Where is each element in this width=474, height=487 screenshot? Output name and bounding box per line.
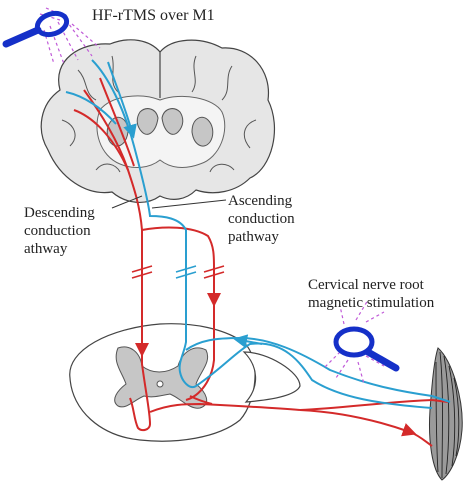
- hf-rtms-label: HF-rTMS over M1: [92, 7, 215, 24]
- descending-pathway-label: Descending conduction athway: [24, 205, 95, 257]
- muscle-icon: [429, 347, 463, 481]
- section-break-marks: [131, 265, 225, 279]
- cervical-stimulation-label: Cervical nerve root magnetic stimulation: [308, 277, 435, 311]
- ascending-pathway-label: Ascending conduction pathway: [228, 193, 295, 245]
- tms-coil-icon: [2, 7, 101, 65]
- spinal-cord-section: [69, 323, 301, 442]
- cervical-coil-icon: [323, 299, 400, 385]
- ascending-pathway: [65, 59, 451, 409]
- descending-pathway: [73, 77, 449, 447]
- brain-section: [40, 39, 276, 203]
